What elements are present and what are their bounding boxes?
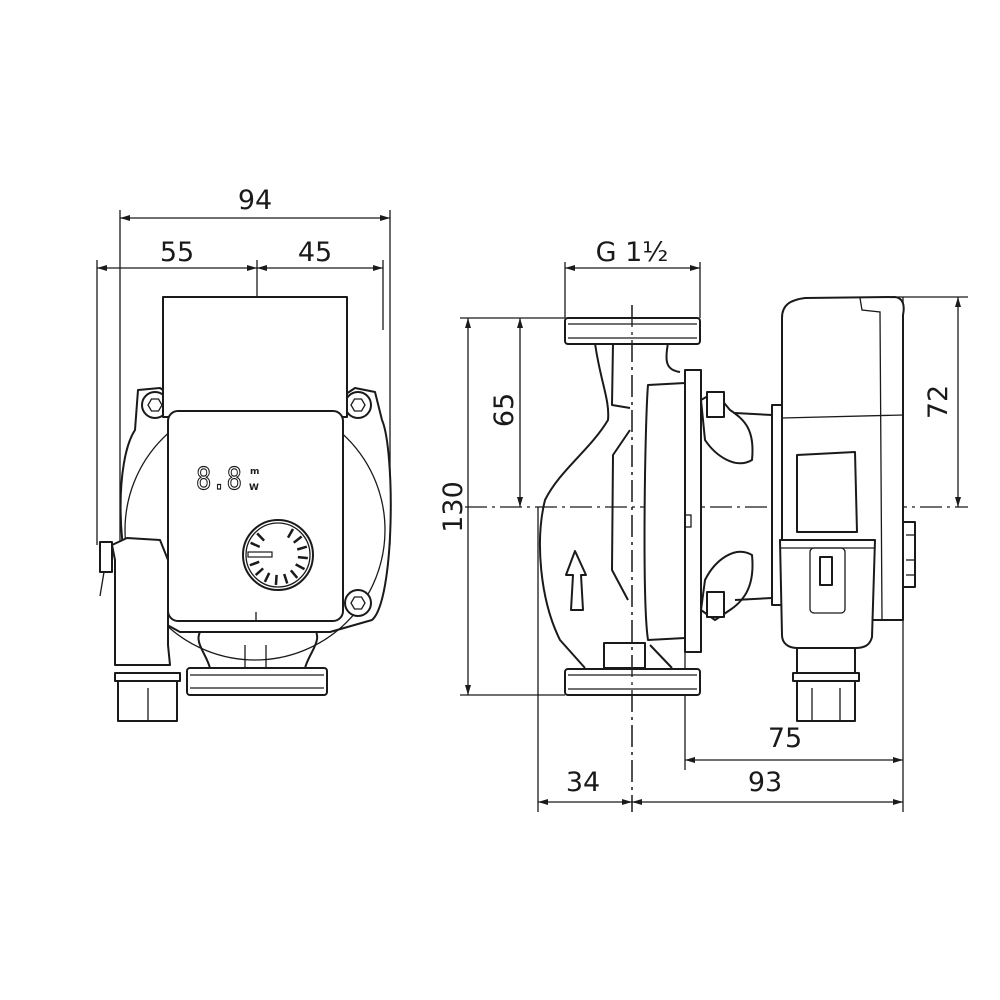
cable-gland (99, 541, 113, 573)
dial-tick (250, 541, 261, 549)
pump-volute (643, 382, 686, 641)
dial-tick (295, 563, 306, 571)
control-dial-icon[interactable] (242, 519, 314, 591)
terminal-cover (796, 451, 858, 533)
dial-tick (289, 569, 299, 579)
rear-cap (902, 521, 916, 588)
dimension-label-94: 94 (238, 185, 272, 216)
bolt-lug (141, 391, 169, 419)
dimension-label-65: 65 (489, 393, 520, 427)
dial-tick (256, 532, 266, 542)
dimension-label-45: 45 (298, 237, 332, 268)
pump-housing (539, 342, 681, 669)
bolt-lug (344, 589, 372, 617)
display-unit-m: m (250, 467, 259, 477)
upper-bolt (706, 391, 725, 418)
plug-side (796, 680, 856, 722)
dial-tick (286, 528, 295, 539)
dimension-label-130: 130 (438, 481, 469, 533)
dimension-label-34: 34 (566, 767, 600, 798)
dial-tick (292, 535, 303, 544)
motor-flange-plate (684, 369, 702, 653)
lower-bolt (706, 591, 725, 618)
flow-direction-arrow-icon (565, 550, 587, 611)
bottom-flange (186, 667, 328, 696)
control-panel (167, 410, 344, 622)
dimension-label-thread: G 1½ (596, 237, 669, 268)
dimension-label-72: 72 (923, 385, 954, 419)
dial-tick (263, 572, 271, 583)
dimension-label-55: 55 (160, 237, 194, 268)
dial-tick (296, 545, 308, 551)
dial-tick (254, 567, 264, 577)
pump-housing-inner (611, 342, 631, 601)
display-unit-w: W (249, 483, 259, 493)
dial-tick (282, 573, 289, 584)
plug-collar (114, 672, 181, 682)
dial-tick (249, 560, 260, 567)
front-view: 94 55 45 8.8 m W (96, 185, 392, 722)
dimension-label-75: 75 (768, 723, 802, 754)
dial-tick (297, 555, 308, 560)
lower-port (603, 642, 646, 669)
top-housing (162, 296, 348, 418)
connector-slot (819, 556, 833, 586)
display-readout: 8.8 (196, 462, 242, 497)
bolt-lug (344, 391, 372, 419)
dimension-label-93: 93 (748, 767, 782, 798)
terminal-box (111, 537, 171, 666)
plug-neck (796, 647, 856, 674)
plug-collar-side (792, 672, 860, 682)
side-view: G 1½ 130 65 72 75 93 34 (438, 237, 968, 812)
dial-tick (274, 574, 278, 586)
